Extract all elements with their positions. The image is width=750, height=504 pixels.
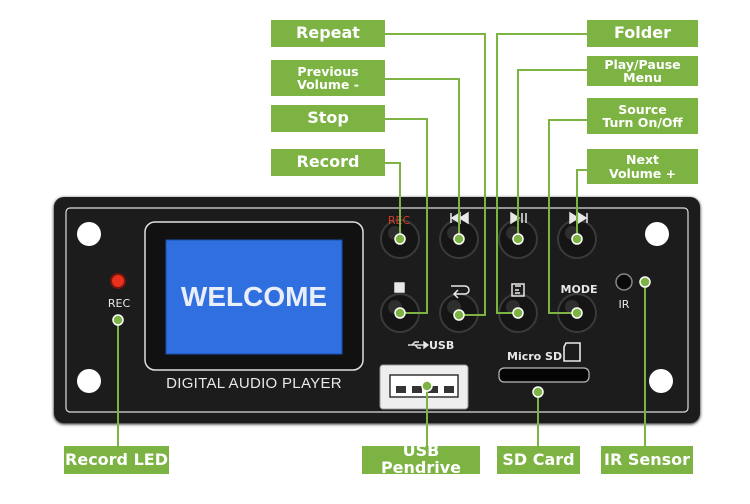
leader-line [496, 33, 587, 314]
leader-line [385, 33, 486, 316]
repeat-icon [451, 285, 470, 299]
lcd-screen [165, 239, 343, 355]
callout-folder: Folder [587, 20, 698, 47]
usb-pin [396, 386, 406, 393]
leader-dot [532, 386, 544, 398]
ir-label: IR [618, 298, 630, 311]
leader-dot [453, 233, 465, 245]
mount-hole-bottom-right [649, 369, 673, 393]
usb-icon [408, 340, 430, 350]
sd-card-slot[interactable] [498, 367, 590, 383]
product-title: DIGITAL AUDIO PLAYER [166, 375, 342, 392]
leader-line [385, 78, 460, 239]
mount-hole-top-right [645, 222, 669, 246]
callout-sd-card: SD Card [497, 446, 580, 474]
leader-dot [421, 380, 433, 392]
callout-record-led: Record LED [64, 446, 169, 474]
usb-pin [428, 386, 438, 393]
leader-dot [639, 276, 651, 288]
leader-line [385, 162, 401, 239]
rec-led-label: REC [107, 297, 131, 310]
mode-button-label: MODE [560, 283, 598, 296]
stop-icon [394, 282, 405, 293]
leader-line [548, 119, 587, 314]
callout-repeat: Repeat [271, 20, 385, 47]
leader-dot [453, 309, 465, 321]
callout-stop: Stop [271, 105, 385, 132]
lcd-welcome-text: WELCOME [180, 281, 328, 312]
callout-ir-sensor: IR Sensor [601, 446, 693, 474]
usb-pin [412, 386, 422, 393]
leader-line [517, 69, 587, 239]
folder-icon [511, 283, 525, 297]
sd-label: Micro SD [507, 350, 563, 363]
callout-record: Record [271, 149, 385, 176]
rec-led [110, 273, 126, 289]
mount-hole-bottom-left [77, 369, 101, 393]
sd-card-icon [563, 342, 581, 362]
usb-label: USB [429, 339, 455, 352]
leader-dot [112, 314, 124, 326]
leader-dot [394, 307, 406, 319]
leader-dot [571, 233, 583, 245]
usb-pin [444, 386, 454, 393]
callout-usb-pendrive: USB Pendrive [362, 442, 480, 476]
leader-line [385, 118, 428, 314]
ir-sensor [615, 273, 633, 291]
leader-line [576, 169, 587, 239]
mount-hole-top-left [77, 222, 101, 246]
leader-dot [512, 233, 524, 245]
leader-dot [571, 307, 583, 319]
panel-border [65, 207, 689, 413]
leader-dot [394, 233, 406, 245]
leader-dot [512, 307, 524, 319]
